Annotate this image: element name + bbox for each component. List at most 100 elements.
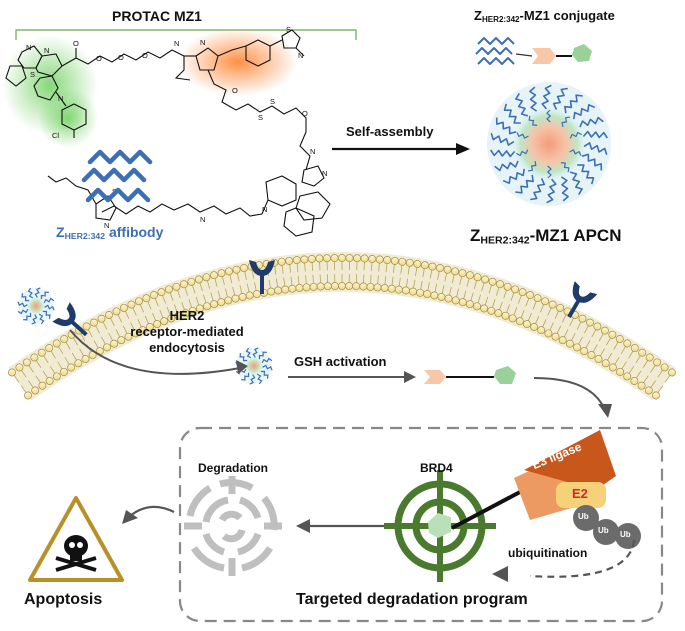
lipid-head [15,363,24,372]
lipid-head [466,271,474,280]
micelle-helix [569,149,582,156]
svg-text:N: N [310,147,315,156]
lipid-head [473,273,482,282]
lipid-head [660,363,669,372]
ub-circle [593,519,619,545]
ubiquitination-label: ubiquitination [508,546,588,560]
lipid-head [316,282,325,291]
lipid-head [359,282,368,291]
micelle-helix [502,168,525,184]
lipid-head [587,351,596,360]
target-icon [384,470,496,582]
degradation-label: Degradation [198,461,269,475]
lipid-head [187,277,196,286]
lipid-head [127,300,136,309]
her2-receptor-icon [249,260,275,294]
micelle-helix [546,178,557,204]
gsh-arrow [288,371,416,383]
lipid-head [409,287,417,296]
micelle-helix [515,174,534,194]
self-assembly-label: Self-assembly [346,124,434,139]
lipid-head [174,311,183,320]
svg-text:S: S [30,70,35,79]
lipid-head [288,284,297,293]
lipid-head [194,275,203,284]
lipid-head [608,363,617,372]
lipid-head [451,296,460,305]
brd4-label: BRD4 [420,461,453,475]
lipid-head [345,282,354,291]
lipid-head [52,339,61,348]
apcn-label: ZHER2:342-MZ1 APCN [470,226,622,247]
protac-title: PROTAC MZ1 [112,8,202,24]
apcn-micelle [487,82,611,206]
lipid-head [444,294,453,303]
lipid-head [616,367,625,376]
lipid-head [252,290,261,299]
lipid-head [551,332,560,341]
lipid-head [503,282,512,291]
svg-text:O: O [302,109,308,118]
svg-text:N: N [26,43,31,52]
lipid-head [608,330,617,339]
lipid-head [544,329,553,338]
e2-label: E2 [572,486,588,501]
lipid-head [601,359,610,368]
degradation-target-icon [184,476,282,576]
lipid-head [267,287,275,296]
lipid-head [245,291,254,300]
lipid-head [353,254,362,263]
lipid-head [548,300,557,309]
lipid-head [413,260,422,268]
lipid-head [458,298,467,307]
lipid-head [110,339,119,348]
lipid-head [373,283,382,292]
ub-label-1: Ub [578,512,589,521]
svg-text:N: N [298,51,303,60]
lipid-head [309,282,318,291]
lipid-head [443,265,452,274]
lipid-head [522,320,531,329]
lipid-head [217,298,226,307]
lipid-head [315,254,324,263]
svg-text:N: N [44,46,49,55]
lipid-head [420,261,429,270]
svg-text:O: O [96,54,102,63]
lipid-head [131,329,140,338]
lipid-head [593,322,602,331]
micelle-helix [528,115,538,126]
lipid-head [586,318,594,327]
lipid-head [494,309,503,318]
micelle-helix [529,86,538,112]
lipid-head [573,343,581,352]
micelle-helix [503,103,521,124]
lipid-head [172,282,181,291]
lipid-head [203,302,211,311]
lipid-head [537,326,546,335]
conjugate-title: ZHER2:342-MZ1 conjugate [474,8,615,24]
protac-structure: Cl N N N S O O O O N N S N O S S O N N N… [2,25,357,237]
micelle-helix [490,133,515,146]
lipid-head [52,372,61,381]
lipid-head [437,293,446,301]
down-arrow [533,377,612,418]
svg-text:N: N [322,169,327,178]
lipid-head [580,347,589,356]
lipid-head [401,286,410,295]
micelle-helix [494,160,519,172]
lipid-head [60,335,69,344]
svg-text:N: N [200,38,205,47]
lipid-head [501,311,510,320]
lipid-head [458,269,467,278]
lipid-head [277,257,286,266]
lipid-head [238,293,247,301]
lipid-head [231,294,240,303]
lipid-head [488,277,497,286]
micelle-helix [541,84,552,110]
released-mz1 [424,366,516,384]
lipid-head [188,306,197,315]
lipid-head [149,291,158,300]
lipid-head [423,290,432,299]
lipid-head [556,303,565,312]
lipid-head [451,267,459,276]
